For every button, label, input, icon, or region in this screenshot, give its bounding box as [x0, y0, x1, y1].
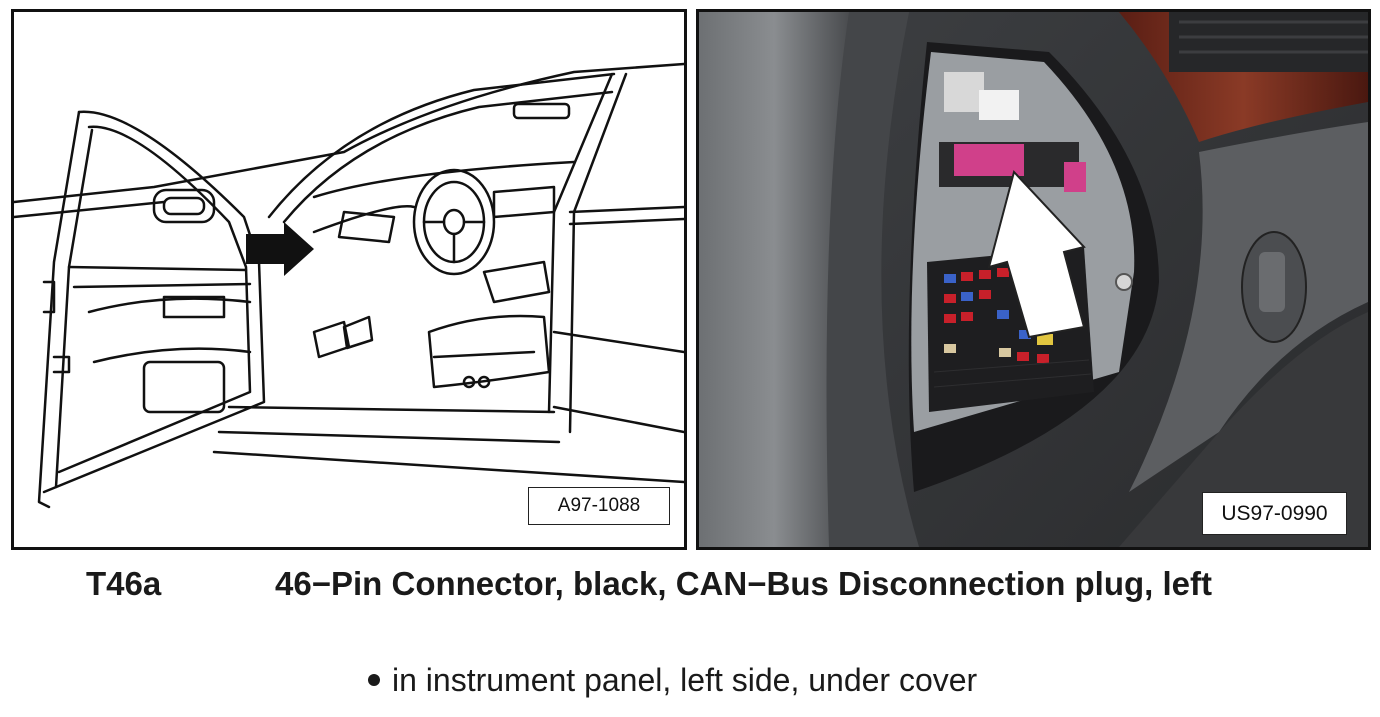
- bullet-icon: [368, 673, 380, 686]
- connector-code: T46a: [86, 565, 162, 602]
- fuse-panel-image: [699, 12, 1368, 547]
- location-note: in instrument panel, left side, under co…: [368, 662, 977, 699]
- connector-description: 46−Pin Connector, black, CAN−Bus Disconn…: [275, 565, 1213, 602]
- door-illustration: A97-1088: [11, 9, 687, 550]
- door-line-drawing: [14, 62, 684, 509]
- fuse-panel-photo: US97-0990: [696, 9, 1371, 550]
- figure-reference-left: A97-1088: [528, 487, 670, 525]
- figure-reference-right: US97-0990: [1202, 492, 1347, 535]
- location-note-text: in instrument panel, left side, under co…: [392, 662, 978, 698]
